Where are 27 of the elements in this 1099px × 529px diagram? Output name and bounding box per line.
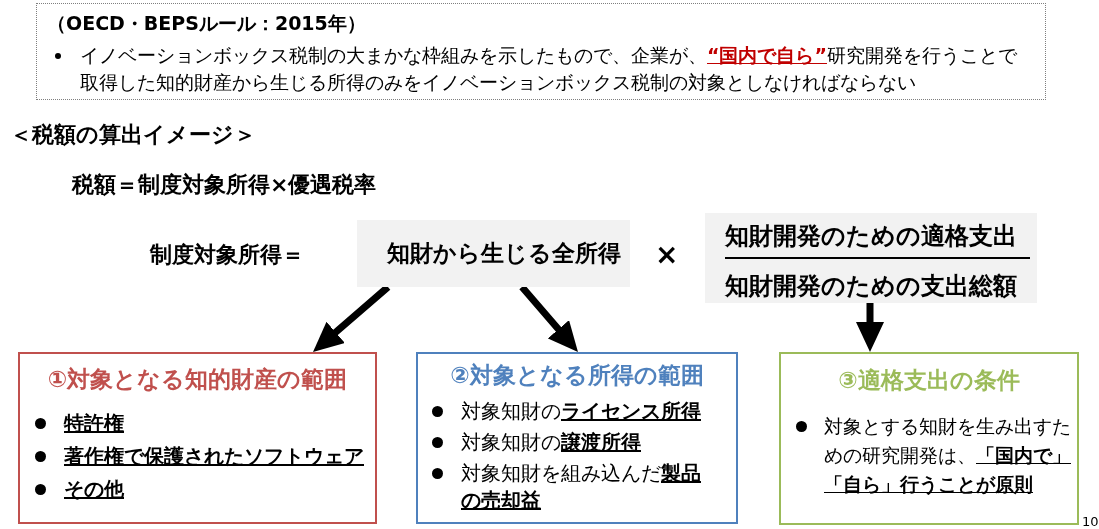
multiply-sign: × [655, 237, 679, 274]
list-item: 対象知財の譲渡所得 [461, 429, 641, 456]
numerator-text: 知財開発のための適格支出 [724, 221, 1018, 253]
note-heading: （OECD・BEPSルール：2015年） [47, 11, 366, 36]
formula-label: 制度対象所得＝ [150, 240, 304, 269]
list-item: 対象知財のライセンス所得 [461, 398, 701, 425]
box-heading: ③適格支出の条件 [837, 365, 1021, 395]
section-heading: ＜税額の算出イメージ＞ [10, 120, 256, 149]
info-box [18, 352, 377, 524]
list-item: 対象知財を組み込んだ製品の売却益 [461, 460, 702, 514]
denominator-text: 知財開発のための支出総額 [724, 271, 1018, 303]
arrow [856, 303, 884, 352]
page-number: 10 [1082, 512, 1099, 529]
list-item: 対象とする知財を生み出すための研究開発は、「国内で」「自ら」行うことが原則 [824, 414, 1072, 497]
info-box [416, 352, 738, 524]
list-item: 著作権で保護されたソフトウェア [64, 443, 364, 470]
fraction-box [705, 213, 1037, 303]
info-box [779, 352, 1079, 525]
list-item: 特許権 [64, 410, 124, 437]
term-box [357, 220, 630, 287]
note-box [36, 3, 1046, 100]
formula-text: 税額＝制度対象所得×優遇税率 [72, 170, 377, 199]
term-text: 知財から生じる全所得 [387, 239, 621, 269]
note-text: イノベーションボックス税制の大まかな枠組みを示したもので、企業が、“国内で自ら”研究開発を行うことで取得した知的財産から生じる所得のみをイノベーションボックス税制の対象としなければならない [80, 43, 1018, 95]
list-item: その他 [64, 476, 124, 503]
box-heading: ②対象となる所得の範囲 [449, 360, 705, 390]
box-heading: ①対象となる知的財産の範囲 [46, 364, 349, 394]
